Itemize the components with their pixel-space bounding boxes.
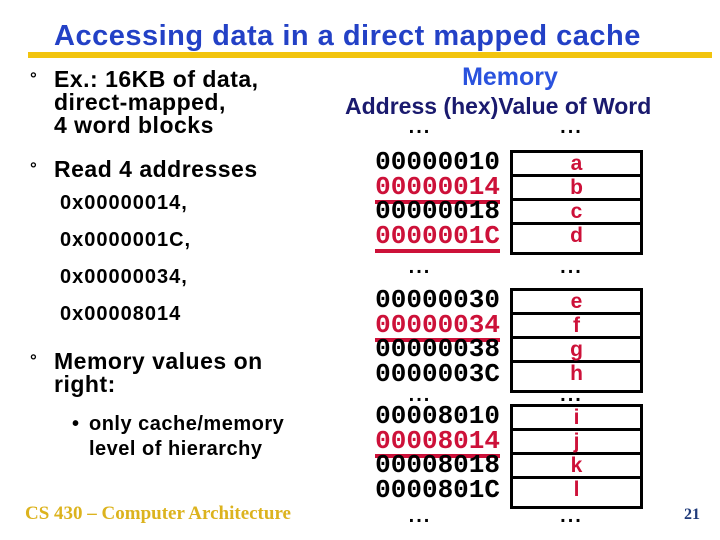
address-column-header: Address (hex)	[345, 93, 499, 119]
bullet-read-addresses-text: Read 4 addresses	[54, 156, 258, 182]
ellipsis: ...	[408, 256, 432, 278]
slide-title: Accessing data in a direct mapped cache	[54, 20, 641, 52]
memory-value-cell: c	[513, 198, 640, 222]
sub-bullet-line2: level of hierarchy	[89, 438, 263, 460]
memory-value-cell: g	[513, 336, 640, 360]
address-item: 0x0000001C,	[60, 229, 192, 251]
page-number: 21	[684, 506, 700, 523]
memory-value-cell: f	[513, 312, 640, 336]
memory-address: 00000010	[375, 146, 500, 177]
value-box-stack: a b c d	[510, 150, 643, 255]
degree-bullet-icon: °	[30, 351, 37, 370]
memory-table-title: Memory	[462, 63, 558, 91]
ellipsis-row: ... ...	[340, 256, 643, 279]
memory-value-cell: i	[573, 406, 580, 429]
memory-group-3: 00008010 00008014 00008018 0000801C i j …	[340, 400, 643, 509]
memory-value-cell: k	[513, 452, 640, 476]
memory-address: 0000003C	[375, 359, 500, 390]
memory-value-cell: d	[513, 222, 640, 246]
address-item: 0x00000034,	[60, 266, 188, 288]
memory-value-cell: a	[570, 152, 583, 175]
memory-address-row: 00008010	[340, 400, 500, 431]
memory-address: 00000018	[375, 196, 500, 227]
ellipsis: ...	[408, 116, 432, 138]
bullet-memory-values-text: Memory values on right:	[54, 350, 263, 396]
bullet-memory-values-line1: Memory values on	[54, 348, 263, 374]
bullet-memory-values: ° Memory values on right:	[30, 350, 263, 396]
bullet-read-addresses: ° Read 4 addresses	[30, 158, 258, 181]
memory-address-row: 00008014	[340, 428, 500, 458]
memory-address-row: 00000014	[340, 174, 500, 204]
memory-group-1: 00000010 00000014 00000018 0000001C a b …	[340, 146, 643, 255]
sub-bullet-line1: only cache/memory	[89, 413, 285, 435]
value-box-stack: e f g h	[510, 288, 643, 393]
memory-address-row: 00000010	[340, 146, 500, 177]
memory-address: 00008014	[375, 425, 500, 458]
bullet-example: ° Ex.: 16KB of data, direct-mapped, 4 wo…	[30, 68, 259, 137]
memory-address-row: 00008018	[340, 450, 500, 481]
memory-group-2: 00000030 00000034 00000038 0000003C e f …	[340, 284, 643, 393]
memory-address-row: 0000801C	[340, 475, 500, 506]
memory-address-row: 00000018	[340, 196, 500, 227]
memory-value-cell: b	[513, 174, 640, 198]
address-column: 00008010 00008014 00008018 0000801C	[340, 400, 500, 509]
degree-bullet-icon: °	[30, 159, 37, 178]
memory-address: 0000801C	[375, 475, 500, 506]
memory-column-headers: Address (hex)Value of Word	[345, 93, 651, 120]
memory-address: 00000034	[375, 309, 500, 342]
memory-value-cell: j	[513, 428, 640, 452]
ellipsis: ...	[560, 505, 583, 527]
memory-address: 00000038	[375, 334, 500, 365]
address-list: 0x00000014, 0x0000001C, 0x00000034, 0x00…	[60, 192, 191, 340]
memory-address-row: 0000003C	[340, 359, 500, 390]
value-box-stack: i j k l	[510, 404, 643, 509]
degree-bullet-icon: °	[30, 69, 37, 88]
bullet-example-text: Ex.: 16KB of data, direct-mapped, 4 word…	[54, 68, 259, 137]
value-column-header: Value of Word	[498, 93, 652, 119]
memory-value-cell: e	[570, 290, 583, 313]
sub-bullet-text: only cache/memory level of hierarchy	[89, 412, 284, 462]
ellipsis-row: ... ...	[340, 116, 643, 139]
memory-address: 00008010	[375, 400, 500, 431]
ellipsis: ...	[560, 256, 583, 278]
memory-address: 00008018	[375, 450, 500, 481]
bullet-example-line2: direct-mapped,	[54, 89, 226, 115]
course-footer: CS 430 – Computer Architecture	[25, 503, 291, 524]
memory-value-cell: l	[513, 476, 640, 500]
memory-address-row: 00000038	[340, 334, 500, 365]
ellipsis: ...	[408, 384, 432, 406]
ellipsis: ...	[560, 384, 583, 406]
address-item: 0x00008014	[60, 303, 182, 325]
address-column: 00000010 00000014 00000018 0000001C	[340, 146, 500, 255]
memory-address: 0000001C	[375, 221, 500, 254]
ellipsis: ...	[560, 116, 583, 138]
bullet-example-line3: 4 word blocks	[54, 112, 214, 138]
title-underline-bar	[28, 52, 712, 58]
memory-address: 00000014	[375, 171, 500, 204]
bullet-memory-values-line2: right:	[54, 371, 116, 397]
address-column: 00000030 00000034 00000038 0000003C	[340, 284, 500, 393]
memory-address-row: 00000030	[340, 284, 500, 315]
sub-bullet-cache-memory: • only cache/memory level of hierarchy	[72, 412, 284, 462]
memory-address: 00000030	[375, 284, 500, 315]
ellipsis-row: ... ...	[340, 505, 643, 528]
memory-value-cell: h	[513, 360, 640, 384]
memory-address-row: 00000034	[340, 312, 500, 342]
dot-bullet-icon: •	[72, 413, 80, 435]
bullet-example-line1: Ex.: 16KB of data,	[54, 66, 259, 92]
ellipsis: ...	[408, 505, 432, 527]
memory-address-row: 0000001C	[340, 223, 500, 254]
ellipsis-row: ... ...	[340, 384, 643, 407]
address-item: 0x00000014,	[60, 192, 188, 214]
